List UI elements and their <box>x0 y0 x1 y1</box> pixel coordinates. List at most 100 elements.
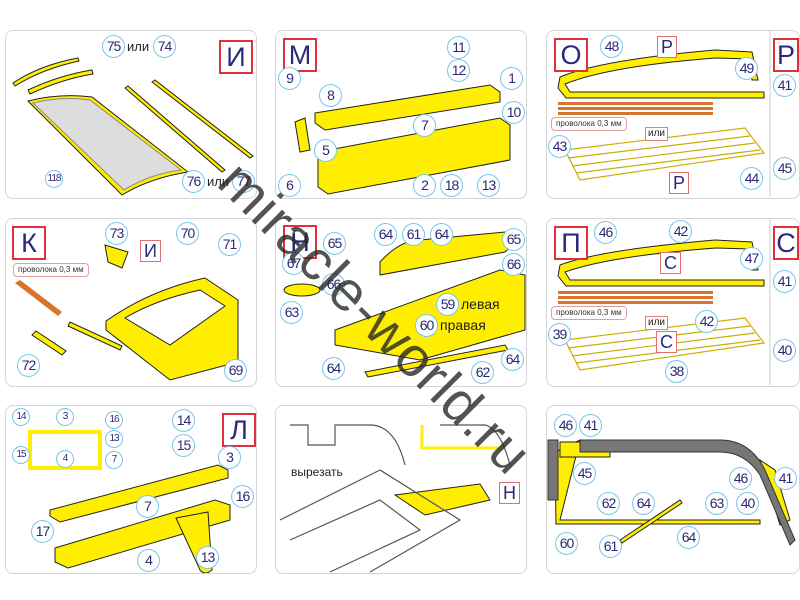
part-callout: 9 <box>278 67 301 90</box>
panel-n <box>275 218 527 387</box>
part-callout: 41 <box>773 270 796 293</box>
part-callout: 3 <box>56 408 74 426</box>
part-callout: 66 <box>322 273 345 296</box>
part-callout: 66 <box>502 253 525 276</box>
section-label: М <box>283 38 317 72</box>
section-label: С <box>773 226 799 260</box>
reference-label: С <box>660 252 681 274</box>
part-callout: 15 <box>172 434 195 457</box>
part-callout: 41 <box>774 467 797 490</box>
part-callout: 17 <box>31 520 54 543</box>
part-callout: 40 <box>773 339 796 362</box>
part-callout: 67 <box>282 252 305 275</box>
part-callout: 64 <box>374 223 397 246</box>
reference-label: С <box>656 331 677 353</box>
part-callout: 41 <box>579 414 602 437</box>
part-callout: 63 <box>705 492 728 515</box>
part-callout: 4 <box>56 450 74 468</box>
part-callout: 7 <box>136 495 159 518</box>
part-callout: 14 <box>12 408 30 426</box>
section-label: Л <box>222 413 256 447</box>
section-label: Н <box>283 225 317 259</box>
section-label: Р <box>773 38 799 72</box>
part-callout: 43 <box>548 135 571 158</box>
part-callout: 64 <box>322 357 345 380</box>
part-callout: 118 <box>45 170 63 188</box>
part-callout: 45 <box>773 157 796 180</box>
part-callout: 14 <box>172 409 195 432</box>
part-callout: 13 <box>196 546 219 569</box>
part-callout: 46 <box>594 221 617 244</box>
wire-label: проволока 0,3 мм <box>551 306 627 320</box>
part-callout: 59 <box>436 293 459 316</box>
part-callout: 46 <box>729 467 752 490</box>
part-callout: 12 <box>447 59 470 82</box>
part-callout: 7 <box>105 451 123 469</box>
part-callout: 61 <box>599 535 622 558</box>
part-callout: 63 <box>280 301 303 324</box>
part-callout: 70 <box>176 222 199 245</box>
part-callout: 41 <box>773 74 796 97</box>
part-callout: 16 <box>105 411 123 429</box>
section-label: К <box>12 226 46 260</box>
panel-l <box>5 405 257 574</box>
part-callout: 38 <box>665 360 688 383</box>
part-callout: 75 <box>102 35 125 58</box>
or-label: или <box>127 39 150 54</box>
wire-label: проволока 0,3 мм <box>13 263 89 277</box>
part-callout: 42 <box>695 310 718 333</box>
part-callout: 64 <box>632 492 655 515</box>
part-callout: 76 <box>182 170 205 193</box>
part-callout: 16 <box>231 485 254 508</box>
part-callout: 3 <box>218 446 241 469</box>
part-callout: 60 <box>555 532 578 555</box>
left-label: левая <box>461 296 500 312</box>
right-label: правая <box>440 317 486 333</box>
reference-label: Р <box>669 172 690 194</box>
part-callout: 74 <box>153 35 176 58</box>
section-label: П <box>554 226 588 260</box>
part-callout: 18 <box>440 174 463 197</box>
or-label: или <box>645 316 669 330</box>
part-callout: 13 <box>477 174 500 197</box>
section-label: О <box>554 38 588 72</box>
part-callout: 6 <box>278 174 301 197</box>
part-callout: 8 <box>319 84 342 107</box>
panel-k <box>5 218 257 387</box>
panel-m <box>275 30 527 199</box>
part-callout: 49 <box>735 57 758 80</box>
part-callout: 10 <box>502 101 525 124</box>
part-callout: 4 <box>137 549 160 572</box>
part-callout: 40 <box>736 492 759 515</box>
part-callout: 62 <box>471 361 494 384</box>
part-callout: 15 <box>12 446 30 464</box>
part-callout: 39 <box>548 323 571 346</box>
part-callout: 73 <box>105 222 128 245</box>
part-callout: 48 <box>600 35 623 58</box>
part-callout: 65 <box>502 228 525 251</box>
panel-cut <box>275 405 527 574</box>
part-callout: 11 <box>447 36 470 59</box>
part-callout: 77 <box>232 170 255 193</box>
or-label: или <box>645 127 669 141</box>
section-label: И <box>219 40 253 74</box>
part-callout: 5 <box>314 139 337 162</box>
part-callout: 61 <box>402 223 425 246</box>
part-callout: 2 <box>413 174 436 197</box>
part-callout: 64 <box>430 223 453 246</box>
part-callout: 47 <box>740 247 763 270</box>
part-callout: 64 <box>677 526 700 549</box>
part-callout: 60 <box>415 314 438 337</box>
part-callout: 72 <box>17 354 40 377</box>
reference-label: Н <box>499 482 520 504</box>
part-callout: 71 <box>218 233 241 256</box>
part-callout: 69 <box>224 359 247 382</box>
part-callout: 62 <box>597 492 620 515</box>
part-callout: 1 <box>500 67 523 90</box>
part-callout: 45 <box>573 462 596 485</box>
or-label: или <box>207 174 230 189</box>
cut-label: вырезать <box>291 465 343 479</box>
reference-label: Р <box>657 36 678 58</box>
part-callout: 64 <box>501 348 524 371</box>
